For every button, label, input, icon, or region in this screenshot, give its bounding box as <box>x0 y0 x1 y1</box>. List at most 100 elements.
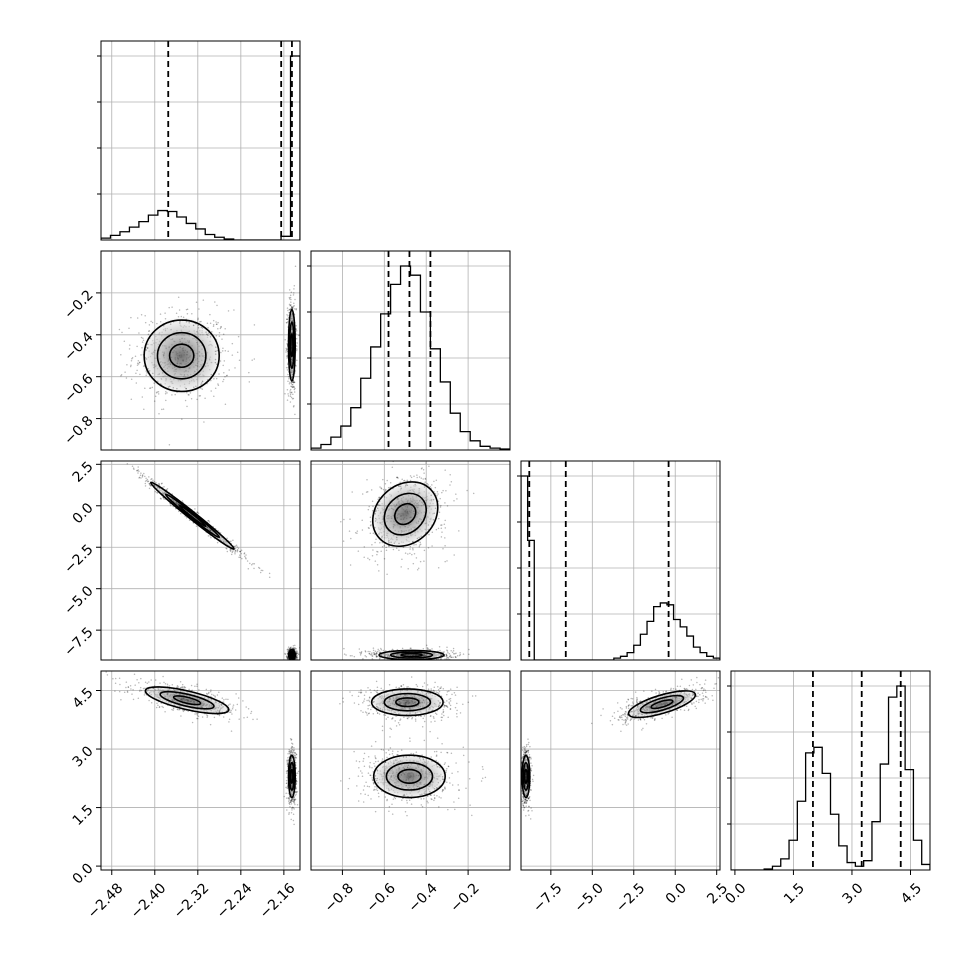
sample-point <box>168 306 170 309</box>
sample-point <box>172 707 175 709</box>
sample-point <box>229 703 231 705</box>
contour-level <box>178 504 207 528</box>
sample-point <box>197 715 200 717</box>
sample-point <box>376 553 378 556</box>
sample-point <box>295 783 298 785</box>
sample-point <box>386 573 388 575</box>
sample-point <box>441 491 443 494</box>
hist-panel-2 <box>521 461 720 660</box>
sample-point <box>409 548 411 550</box>
contour-level <box>143 319 220 393</box>
hist-panel-3 <box>731 671 930 870</box>
sample-point <box>396 476 398 479</box>
sample-point <box>148 329 151 332</box>
sample-point <box>137 472 139 474</box>
sample-point <box>293 304 295 307</box>
sample-point <box>230 553 233 556</box>
sample-point <box>295 365 297 367</box>
sample-point <box>284 338 286 341</box>
sample-point <box>285 347 287 350</box>
sample-point <box>380 487 383 490</box>
sample-point <box>288 799 290 801</box>
sample-point <box>139 689 141 691</box>
sample-point <box>246 716 249 718</box>
sample-point <box>235 693 237 695</box>
sample-point <box>136 364 139 366</box>
panel-frame <box>310 250 511 451</box>
sample-point <box>293 302 295 304</box>
sample-point <box>160 498 162 500</box>
sample-point <box>221 338 223 340</box>
sample-point <box>260 569 263 572</box>
sample-point <box>140 314 143 316</box>
sample-point <box>248 371 250 374</box>
sample-point <box>149 387 151 390</box>
sample-point <box>295 791 298 794</box>
sample-point <box>150 701 153 704</box>
sample-point <box>129 344 131 346</box>
sample-point <box>227 350 229 353</box>
sample-point <box>296 654 298 657</box>
sample-point <box>295 658 297 660</box>
sample-point <box>223 371 225 374</box>
sample-point <box>240 549 243 552</box>
sample-point <box>285 349 288 351</box>
sample-point <box>177 296 180 299</box>
contour-level <box>371 481 439 548</box>
sample-point <box>343 518 345 521</box>
sample-point <box>287 797 290 799</box>
sample-point <box>286 785 289 787</box>
sample-point <box>291 799 293 801</box>
hist-panel-0 <box>101 41 300 240</box>
sample-point <box>142 337 144 339</box>
sample-point <box>180 512 182 515</box>
sample-point <box>222 378 225 381</box>
sample-point <box>288 811 290 814</box>
sample-point <box>286 369 289 371</box>
sample-point <box>144 681 147 684</box>
sample-point <box>401 478 403 480</box>
sample-point <box>295 791 298 793</box>
sample-point <box>157 393 160 395</box>
sample-point <box>297 770 300 773</box>
sample-point <box>143 472 145 475</box>
sample-point <box>290 750 293 752</box>
sample-point <box>418 544 421 546</box>
sample-point <box>171 708 173 711</box>
sample-point <box>421 467 423 469</box>
sample-point <box>159 497 162 500</box>
sample-point <box>166 392 168 394</box>
sample-point <box>220 325 222 328</box>
sample-point <box>180 715 182 717</box>
sample-point <box>114 677 117 680</box>
sample-point <box>206 714 209 717</box>
sample-point <box>209 322 212 324</box>
sample-point <box>181 683 184 686</box>
sample-point <box>357 550 360 552</box>
sample-point <box>195 712 198 715</box>
sample-point <box>181 686 184 688</box>
sample-point <box>427 546 430 549</box>
sample-point <box>285 772 288 774</box>
sample-point <box>289 388 292 391</box>
sample-point <box>295 753 298 756</box>
density-fill <box>140 316 223 395</box>
sample-point <box>293 800 295 802</box>
sample-point <box>256 718 258 720</box>
sample-point <box>161 705 163 708</box>
sample-point <box>285 779 288 782</box>
sample-point <box>455 652 457 654</box>
sample-point <box>293 802 296 804</box>
sample-point <box>291 662 293 664</box>
panel-frame <box>730 670 931 871</box>
sample-point <box>131 358 133 360</box>
contour-level <box>289 332 294 358</box>
sample-point <box>449 473 451 476</box>
sample-point <box>289 752 292 754</box>
sample-point <box>290 661 292 663</box>
sample-point <box>138 477 140 479</box>
sample-point <box>215 377 218 380</box>
sample-point <box>287 395 290 397</box>
sample-point <box>419 543 422 546</box>
sample-point <box>418 546 421 548</box>
